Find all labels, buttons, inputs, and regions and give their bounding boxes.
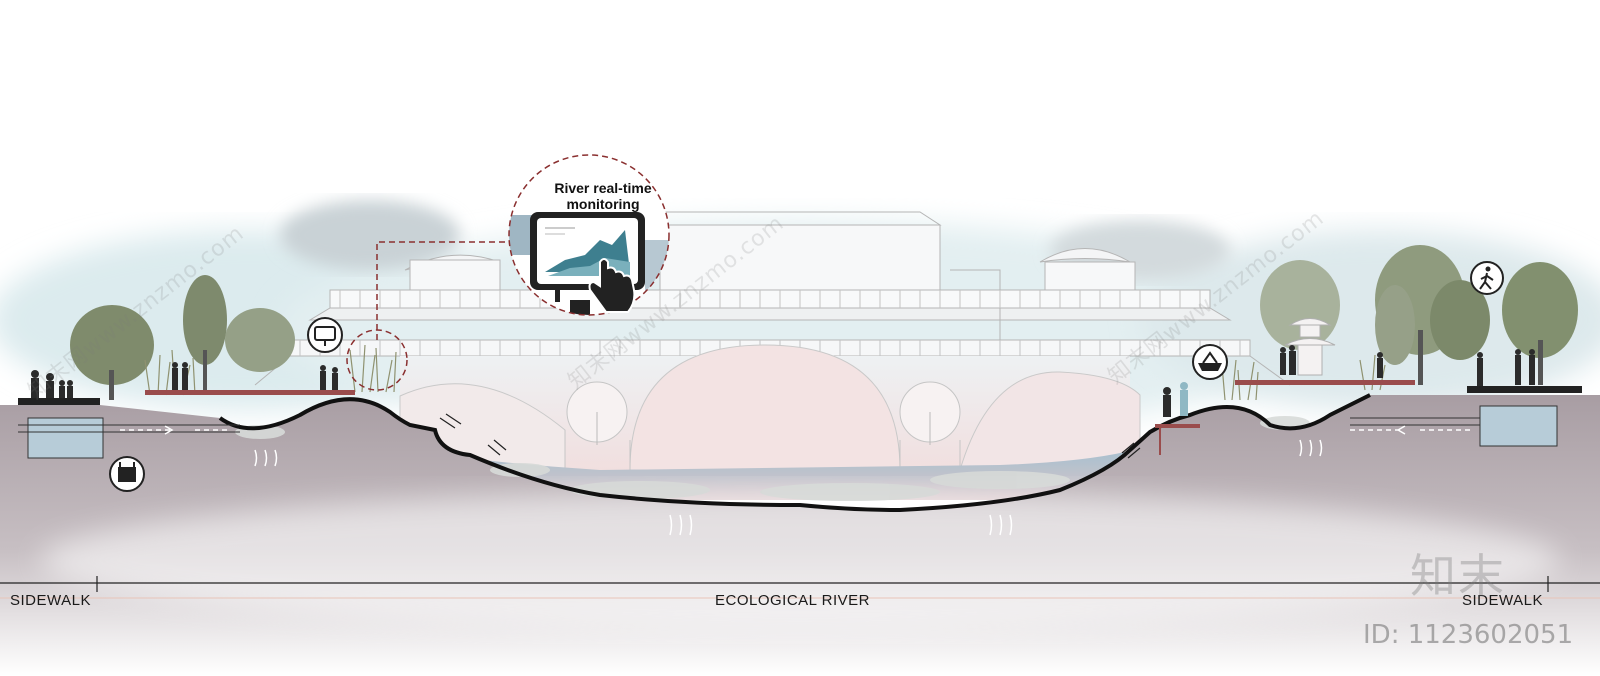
flow-arrows	[439, 413, 1141, 459]
callout-line-2: monitoring	[566, 196, 640, 212]
section-baseline	[0, 576, 1600, 599]
boat-icon	[1192, 344, 1228, 380]
people-silhouettes	[31, 345, 1535, 417]
trees	[70, 245, 1578, 400]
callout-text: River real-time monitoring	[528, 180, 678, 212]
hand-pointer-icon	[588, 258, 636, 313]
ground-mist	[40, 490, 1560, 630]
reeds	[144, 344, 1386, 401]
pedestrian-icon	[1470, 261, 1504, 295]
label-sidewalk-left: SIDEWALK	[10, 592, 91, 609]
terrain-profile-line	[218, 393, 1371, 513]
callout-line-1: River real-time	[554, 180, 652, 196]
label-ecological-river: ECOLOGICAL RIVER	[715, 592, 870, 609]
watermark-logo: 知末	[1410, 549, 1506, 603]
watermark-id: ID: 1123602051	[1363, 620, 1574, 650]
sidewalk-left	[18, 390, 355, 459]
water-tank-icon	[109, 456, 145, 492]
callout-leader	[346, 241, 512, 391]
viewing-pier	[1155, 424, 1200, 455]
label-sidewalk-right: SIDEWALK	[1462, 592, 1543, 609]
sidewalk-right	[1235, 380, 1582, 447]
pagoda	[1284, 318, 1336, 376]
bridge-arches	[399, 344, 1141, 476]
cctv-monitor-icon	[307, 317, 343, 353]
drainage-arrows	[120, 425, 1470, 536]
riverbed-vegetation	[235, 416, 1310, 501]
